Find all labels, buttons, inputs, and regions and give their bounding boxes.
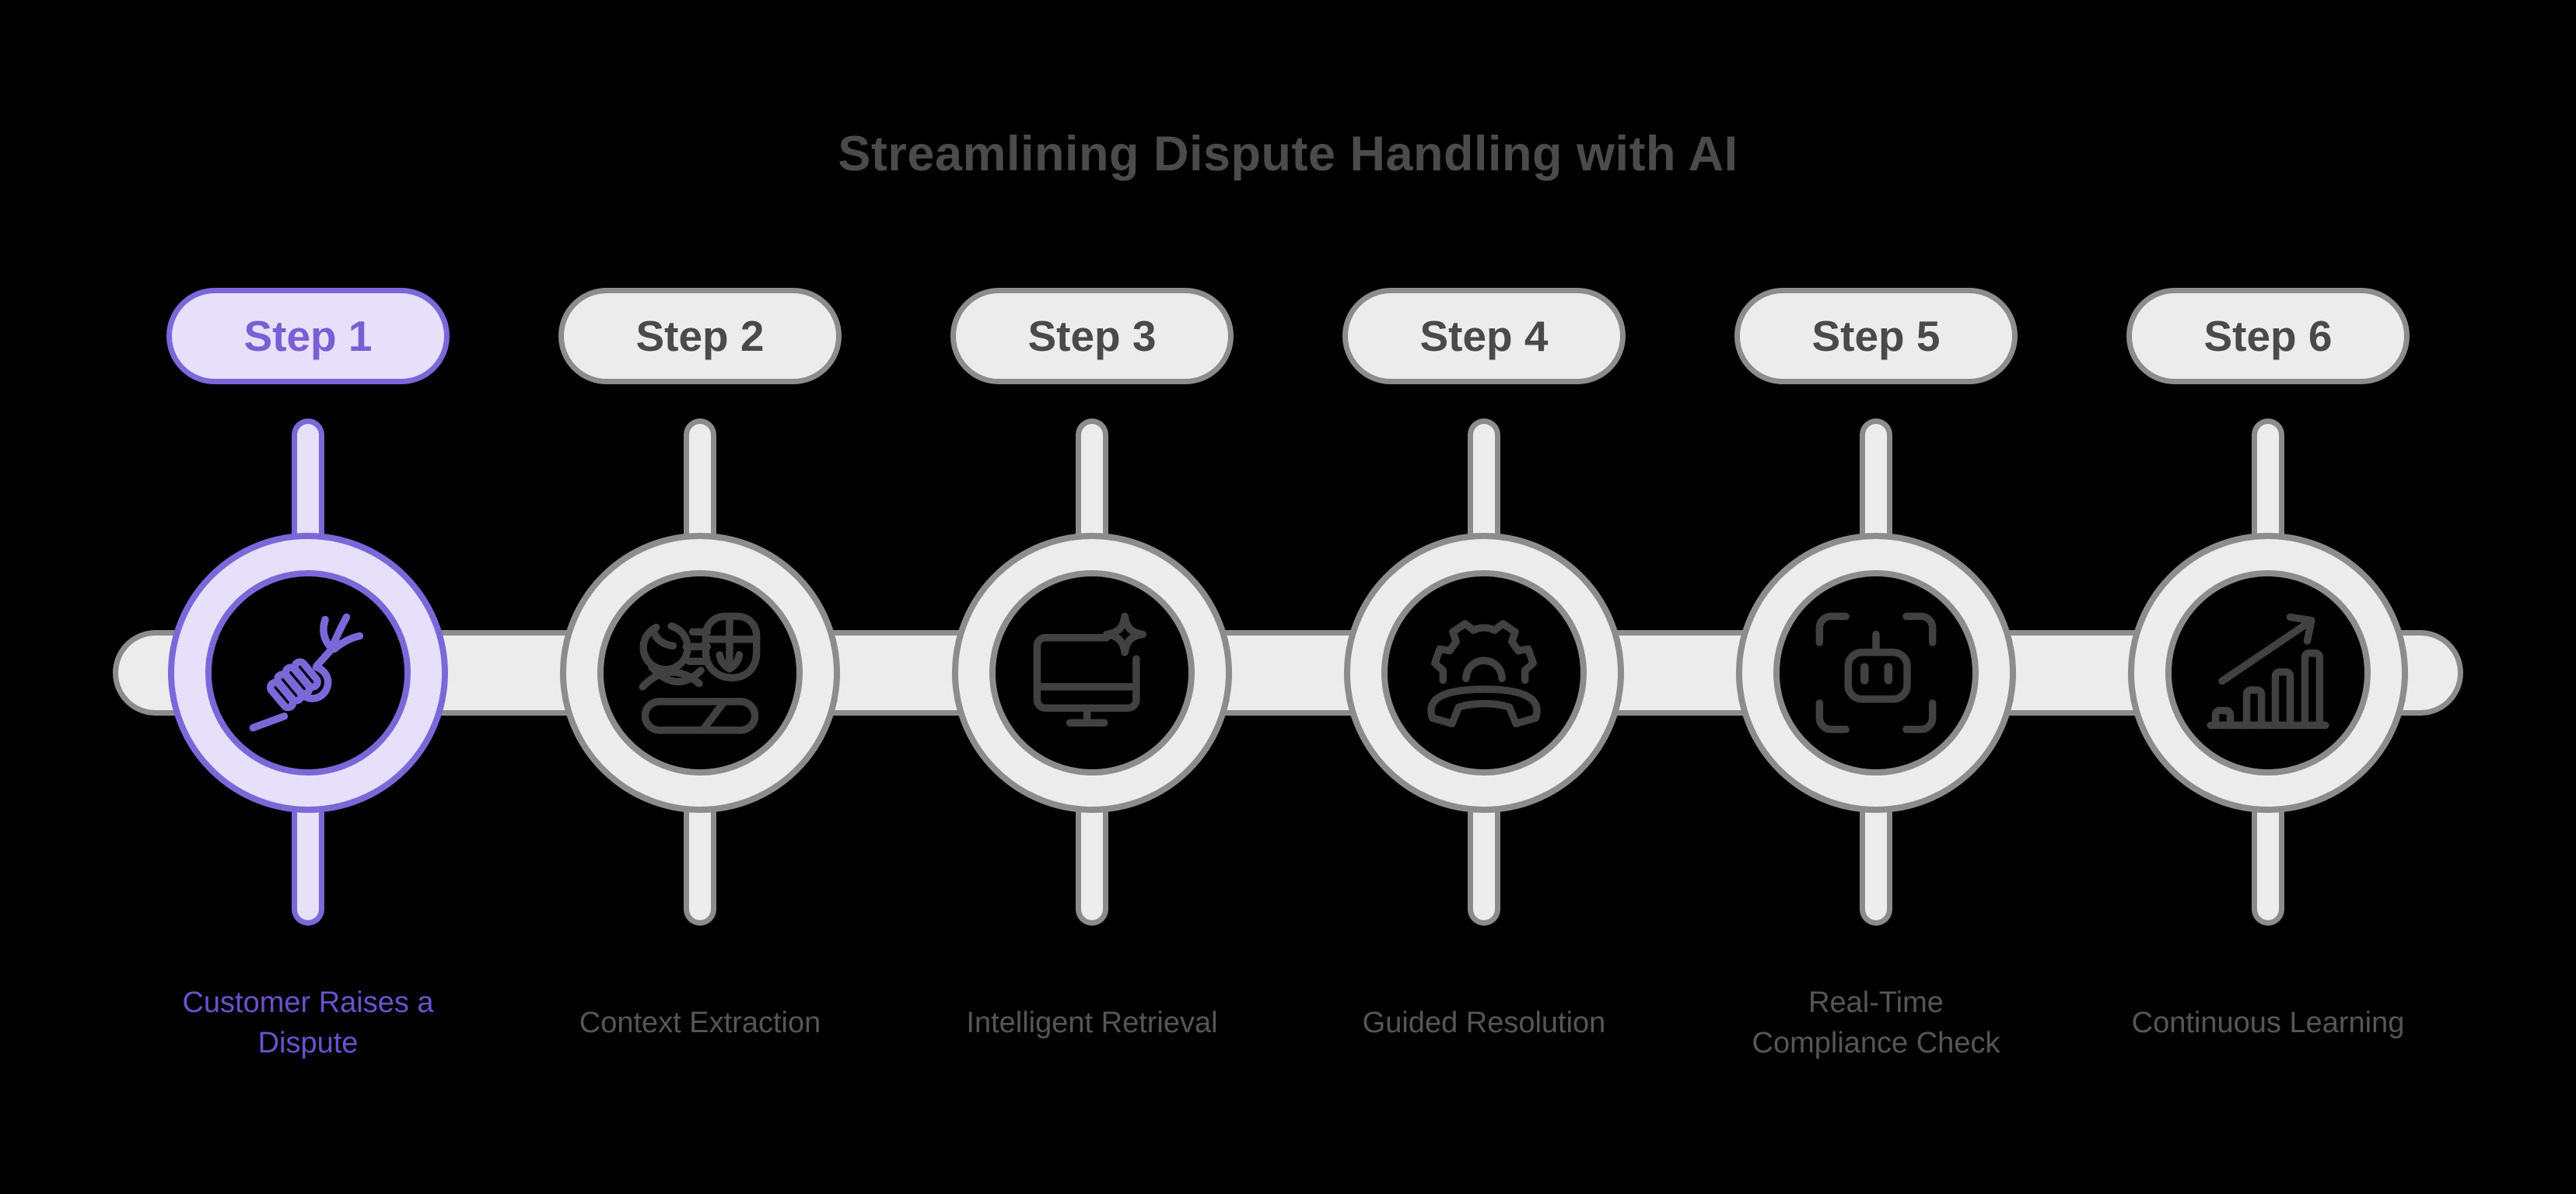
step-4: Step 4 Guided Resolution [1288, 0, 1680, 1194]
step-3-title: Intelligent Retrieval [966, 1007, 1218, 1039]
step-2-pill: Step 2 [558, 288, 842, 384]
step-4-circle-inner [1381, 570, 1587, 776]
step-4-pill-label: Step 4 [1419, 312, 1549, 360]
step-1-pill-label: Step 1 [243, 312, 373, 360]
step-6-circle [2128, 533, 2408, 813]
monitor-sparkle-icon [1033, 612, 1147, 727]
step-4-circle [1344, 533, 1624, 813]
step-3-circle-inner [989, 570, 1195, 776]
step-2-title: Context Extraction [579, 1007, 821, 1039]
robot-scan-icon [1815, 612, 1937, 734]
hand-holding-fork-icon [249, 613, 364, 732]
growth-chart-icon [2207, 613, 2329, 730]
step-6-circle-inner [2165, 570, 2371, 776]
step-1-pill: Step 1 [166, 288, 450, 384]
context-extraction-icon [639, 612, 761, 734]
gear-handset-icon [1427, 620, 1541, 728]
step-2-pill-label: Step 2 [635, 312, 765, 360]
step-3-pill: Step 3 [950, 288, 1234, 384]
step-3-pill-label: Step 3 [1027, 312, 1157, 360]
step-2: Step 2 Context Extraction [504, 0, 896, 1194]
step-5-circle [1736, 533, 2016, 813]
step-3-circle [952, 533, 1232, 813]
step-5-circle-inner [1773, 570, 1979, 776]
step-5-pill-label: Step 5 [1811, 312, 1941, 360]
step-6-pill-label: Step 6 [2203, 312, 2333, 360]
step-2-circle [560, 533, 840, 813]
step-1: Step 1 Customer Raises a Dispute [112, 0, 504, 1194]
step-5-title: Real-Time Compliance Check [1752, 986, 2000, 1059]
step-2-circle-inner [597, 570, 803, 776]
step-1-title: Customer Raises a Dispute [182, 986, 434, 1059]
step-6-pill: Step 6 [2126, 288, 2410, 384]
step-1-circle [168, 533, 448, 813]
timeline-track [113, 630, 2463, 716]
step-4-title: Guided Resolution [1362, 1007, 1606, 1039]
step-6: Step 6 Continuous Learning [2072, 0, 2464, 1194]
step-1-circle-inner [205, 570, 411, 776]
step-6-title: Continuous Learning [2131, 1007, 2405, 1039]
step-5-pill: Step 5 [1734, 288, 2018, 384]
step-5: Step 5 Real-Time Compliance Check [1680, 0, 2072, 1194]
page-title: Streamlining Dispute Handling with AI [838, 127, 1738, 181]
step-4-pill: Step 4 [1342, 288, 1626, 384]
step-3: Step 3 Intelligent Retrieval [896, 0, 1288, 1194]
